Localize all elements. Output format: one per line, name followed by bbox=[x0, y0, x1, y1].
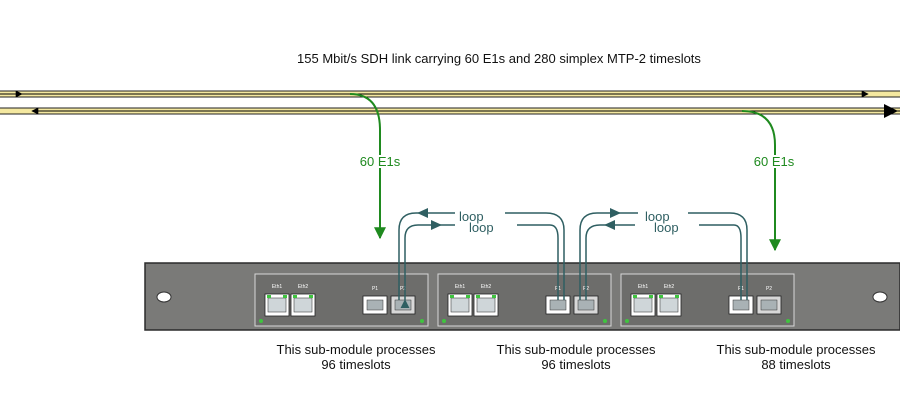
e1-port-socket bbox=[366, 299, 384, 311]
loop-path-2b bbox=[517, 224, 559, 300]
e1-arrow-right bbox=[741, 110, 781, 252]
loop-label-1: loop bbox=[459, 209, 484, 224]
sub-module-1: Eth1 Eth2 P1 P2 bbox=[254, 273, 429, 327]
eth-port-led bbox=[675, 295, 679, 298]
loop-path-3b bbox=[585, 224, 635, 300]
eth-port-label: Eth1 bbox=[455, 284, 466, 290]
eth-port-led bbox=[309, 295, 313, 298]
module-caption-line1: This sub-module processes bbox=[716, 342, 876, 357]
eth-port-socket bbox=[450, 297, 470, 313]
eth-port-socket bbox=[659, 297, 679, 313]
module-caption-1: This sub-module processes 96 timeslots bbox=[246, 342, 466, 372]
e1-port-socket bbox=[760, 299, 778, 311]
module-caption-line1: This sub-module processes bbox=[276, 342, 436, 357]
e1-port-socket bbox=[549, 299, 567, 311]
loop-path-1b bbox=[400, 224, 455, 309]
eth-port-socket bbox=[293, 297, 313, 313]
module-caption-line2: 96 timeslots bbox=[541, 357, 611, 372]
eth-port-label: Eth2 bbox=[298, 284, 309, 290]
eth-port-led bbox=[293, 295, 297, 298]
module-caption-line2: 96 timeslots bbox=[321, 357, 391, 372]
e1-arrow-left bbox=[349, 93, 386, 240]
sdh-link bbox=[0, 90, 900, 118]
loop-label-4: loop bbox=[654, 220, 679, 235]
eth-port-led bbox=[466, 295, 470, 298]
eth-port-label: Eth1 bbox=[638, 284, 649, 290]
eth-port-socket bbox=[633, 297, 653, 313]
link-title: 155 Mbit/s SDH link carrying 60 E1s and … bbox=[297, 51, 701, 66]
loop-path-3a bbox=[579, 212, 638, 300]
eth-port-label: Eth2 bbox=[664, 284, 675, 290]
loop-label-2: loop bbox=[469, 220, 494, 235]
loop-path-2a bbox=[505, 212, 565, 300]
loop-path-4a bbox=[688, 212, 748, 300]
status-led bbox=[420, 319, 424, 323]
status-led bbox=[603, 319, 607, 323]
mount-hole-right bbox=[872, 291, 888, 303]
loop-connections bbox=[398, 208, 748, 309]
e1-port-label: P1 bbox=[372, 286, 378, 292]
module-caption-2: This sub-module processes 96 timeslots bbox=[466, 342, 686, 372]
eth-port-led bbox=[492, 295, 496, 298]
status-led bbox=[442, 319, 446, 323]
status-led bbox=[259, 319, 263, 323]
module-caption-line2: 88 timeslots bbox=[761, 357, 831, 372]
eth-port-led bbox=[267, 295, 271, 298]
e1-port-label: P2 bbox=[400, 286, 406, 292]
module-caption-3: This sub-module processes 88 timeslots bbox=[686, 342, 900, 372]
loop-path-4b bbox=[699, 224, 742, 300]
loop-label-3: loop bbox=[645, 209, 670, 224]
eth-port-label: Eth2 bbox=[481, 284, 492, 290]
eth-port-led bbox=[283, 295, 287, 298]
eth-port-socket bbox=[267, 297, 287, 313]
loop-path-1a bbox=[398, 212, 455, 300]
e1-port-socket bbox=[732, 299, 750, 311]
e1-port-socket bbox=[394, 299, 412, 311]
e1-label-right: 60 E1s bbox=[754, 154, 795, 169]
e1-port-socket bbox=[577, 299, 595, 311]
eth-port-led bbox=[659, 295, 663, 298]
eth-port-led bbox=[649, 295, 653, 298]
e1-connections bbox=[349, 93, 781, 252]
mount-hole-left bbox=[156, 291, 172, 303]
status-led bbox=[786, 319, 790, 323]
status-led bbox=[625, 319, 629, 323]
module-caption-line1: This sub-module processes bbox=[496, 342, 656, 357]
eth-port-led bbox=[633, 295, 637, 298]
eth-port-led bbox=[476, 295, 480, 298]
eth-port-label: Eth1 bbox=[272, 284, 283, 290]
eth-port-led bbox=[450, 295, 454, 298]
eth-port-socket bbox=[476, 297, 496, 313]
e1-port-label: P2 bbox=[766, 286, 772, 292]
e1-label-left: 60 E1s bbox=[360, 154, 401, 169]
